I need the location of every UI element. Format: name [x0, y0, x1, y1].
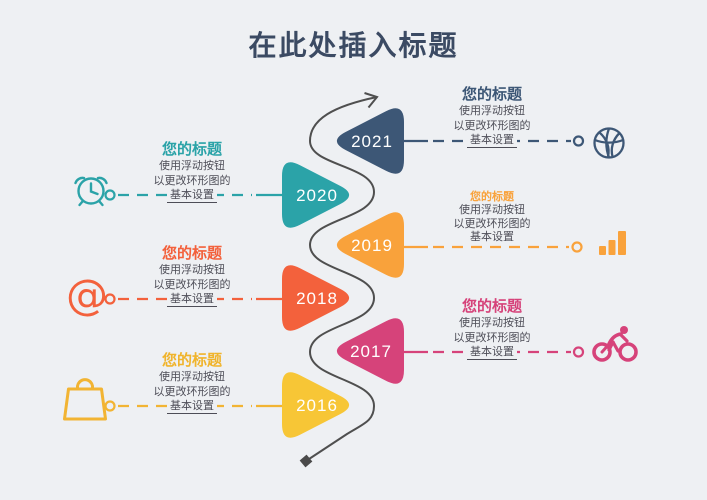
- entry-text-line: 使用浮动按钮: [159, 264, 225, 276]
- at-sign-icon: @: [66, 270, 108, 319]
- entry-link-text: 基本设置: [167, 293, 217, 307]
- connector-endpoint: [572, 346, 585, 358]
- entry-title: 您的标题: [161, 141, 222, 158]
- page-title: 在此处插入标题: [248, 30, 459, 61]
- svg-text:@: @: [66, 270, 108, 319]
- entry-text-line: 使用浮动按钮: [459, 204, 525, 216]
- start-marker-icon: [299, 454, 313, 468]
- connector-2021: [402, 135, 585, 147]
- timeline-entry-2016: 您的标题 使用浮动按钮 以更改环形图的 基本设置: [124, 352, 260, 414]
- timeline-entry-2021: 您的标题 使用浮动按钮 以更改环形图的 基本设置: [424, 86, 560, 148]
- entry-title: 您的标题: [461, 298, 522, 315]
- connector-endpoint: [104, 400, 116, 412]
- timeline-entry-2019: 您的标题 使用浮动按钮 以更改环形图的 基本设置: [424, 191, 560, 245]
- entry-text-line: 基本设置: [470, 231, 514, 243]
- alarm-clock-icon: [74, 176, 108, 207]
- connector-endpoint: [572, 135, 585, 147]
- entry-text-line: 以更改环形图的: [453, 119, 531, 132]
- year-label-2016: 2016: [296, 396, 338, 415]
- connector-2017: [402, 346, 585, 358]
- cyclist-icon: [592, 326, 638, 362]
- entry-text-line: 使用浮动按钮: [159, 160, 225, 172]
- entry-text-line: 使用浮动按钮: [459, 105, 525, 117]
- entry-text-line: 基本设置: [124, 188, 260, 203]
- entry-title: 您的标题: [461, 86, 522, 103]
- basketball-icon: [593, 127, 625, 159]
- year-label-2020: 2020: [296, 186, 338, 205]
- entry-text-line: 使用浮动按钮: [459, 317, 525, 329]
- entry-text-line: 以更改环形图的: [153, 385, 231, 398]
- entry-link-text: 基本设置: [167, 189, 217, 203]
- year-label-2018: 2018: [296, 289, 338, 308]
- timeline-entry-2017: 您的标题 使用浮动按钮 以更改环形图的 基本设置: [424, 298, 560, 360]
- connector-endpoint: [104, 189, 116, 201]
- timeline-entry-2018: 您的标题 使用浮动按钮 以更改环形图的 基本设置: [124, 245, 260, 307]
- connector-2019: [402, 241, 583, 253]
- entry-title: 您的标题: [161, 352, 222, 369]
- entry-text-line: 使用浮动按钮: [159, 371, 225, 383]
- entry-text-line: 基本设置: [124, 292, 260, 307]
- shopping-bag-icon: [63, 378, 107, 421]
- year-label-2017: 2017: [350, 342, 392, 361]
- year-label-2019: 2019: [351, 236, 393, 255]
- connector-endpoint: [571, 241, 583, 253]
- timeline-spine: [305, 96, 378, 462]
- entry-link-text: 基本设置: [167, 400, 217, 414]
- year-label-2021: 2021: [351, 132, 393, 151]
- entry-link-text: 基本设置: [467, 346, 517, 360]
- entry-text-line: 以更改环形图的: [153, 278, 231, 291]
- entry-title: 您的标题: [470, 191, 514, 203]
- entry-title: 您的标题: [161, 245, 222, 262]
- entry-text-line: 以更改环形图的: [153, 174, 231, 187]
- entry-text-line: 以更改环形图的: [453, 331, 531, 344]
- bar-chart-icon: [599, 231, 626, 255]
- entry-text-line: 基本设置: [424, 133, 560, 148]
- entry-text-line: 基本设置: [124, 399, 260, 414]
- entry-link-text: 基本设置: [467, 134, 517, 148]
- entry-text-line: 以更改环形图的: [453, 217, 531, 230]
- connector-endpoint: [104, 293, 116, 305]
- timeline-entry-2020: 您的标题 使用浮动按钮 以更改环形图的 基本设置: [124, 141, 260, 203]
- arrow-head-icon: [364, 92, 379, 109]
- entry-text-line: 基本设置: [424, 345, 560, 360]
